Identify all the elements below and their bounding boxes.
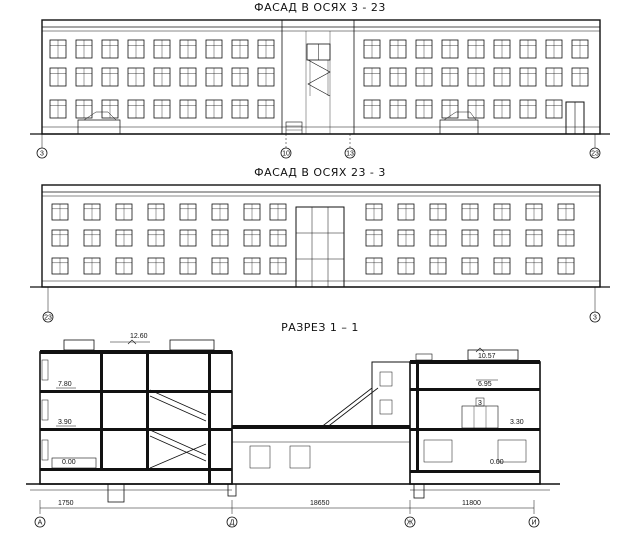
svg-text:А: А <box>38 520 43 527</box>
section-title: РАЗРЕЗ 1 – 1 <box>281 321 359 334</box>
svg-text:23: 23 <box>591 151 599 158</box>
svg-text:6.95: 6.95 <box>478 381 492 388</box>
svg-text:10: 10 <box>282 151 290 158</box>
svg-text:7.80: 7.80 <box>58 381 72 388</box>
svg-text:0.00: 0.00 <box>62 459 76 466</box>
level-mark-right-2nd: 3.30 <box>510 419 524 426</box>
svg-text:Д: Д <box>230 520 235 527</box>
level-mark-left-2nd: 3.90 <box>56 419 76 427</box>
mark-3: 3 <box>475 397 485 407</box>
svg-text:3: 3 <box>593 315 597 322</box>
level-mark-left-1st: 0.00 <box>62 459 76 466</box>
svg-text:И: И <box>531 520 536 527</box>
svg-text:0.00: 0.00 <box>490 459 504 466</box>
svg-text:10.57: 10.57 <box>478 353 496 360</box>
svg-text:3.30: 3.30 <box>510 419 524 426</box>
facade2-title: ФАСАД В ОСЯХ 23 - 3 <box>254 166 386 179</box>
level-mark-right-1st: 0.00 <box>490 459 504 466</box>
svg-text:3.90: 3.90 <box>58 419 72 426</box>
axis-marker-I: И <box>528 516 540 528</box>
svg-text:13: 13 <box>346 151 354 158</box>
dim-1750: 1750 <box>58 500 74 507</box>
axis-marker-Zh: Ж <box>404 516 416 528</box>
axis-marker-3b: 3 <box>589 311 601 323</box>
svg-text:23: 23 <box>44 315 52 322</box>
svg-text:Ж: Ж <box>407 520 414 527</box>
axis-marker-13: 13 <box>344 147 356 159</box>
facade-3-23: 3 10 13 23 <box>30 19 610 159</box>
facade-23-3: 23 3 <box>30 184 610 323</box>
facade1-title: ФАСАД В ОСЯХ 3 - 23 <box>254 1 386 14</box>
level-mark-roof-left: 12.60 <box>127 333 148 345</box>
section-1-1: 12.60 7.80 3.90 0.00 10.57 6.95 3.30 0.0… <box>26 333 560 528</box>
axis-marker-23: 23 <box>589 147 601 159</box>
axis-marker-10: 10 <box>280 147 292 159</box>
axis-marker-23b: 23 <box>42 311 54 323</box>
axis-marker-D: Д <box>226 516 238 528</box>
level-mark-right-3rd: 6.95 <box>476 379 498 388</box>
level-mark-left-3rd: 7.80 <box>56 381 76 389</box>
axis-marker-3: 3 <box>36 147 48 159</box>
svg-text:3: 3 <box>40 151 44 158</box>
svg-text:3: 3 <box>478 400 482 407</box>
svg-text:12.60: 12.60 <box>130 333 148 340</box>
dim-11800: 11800 <box>462 500 481 507</box>
level-mark-roof-right: 10.57 <box>475 347 496 360</box>
dim-18650: 18650 <box>310 500 330 507</box>
axis-marker-A: А <box>34 516 46 528</box>
